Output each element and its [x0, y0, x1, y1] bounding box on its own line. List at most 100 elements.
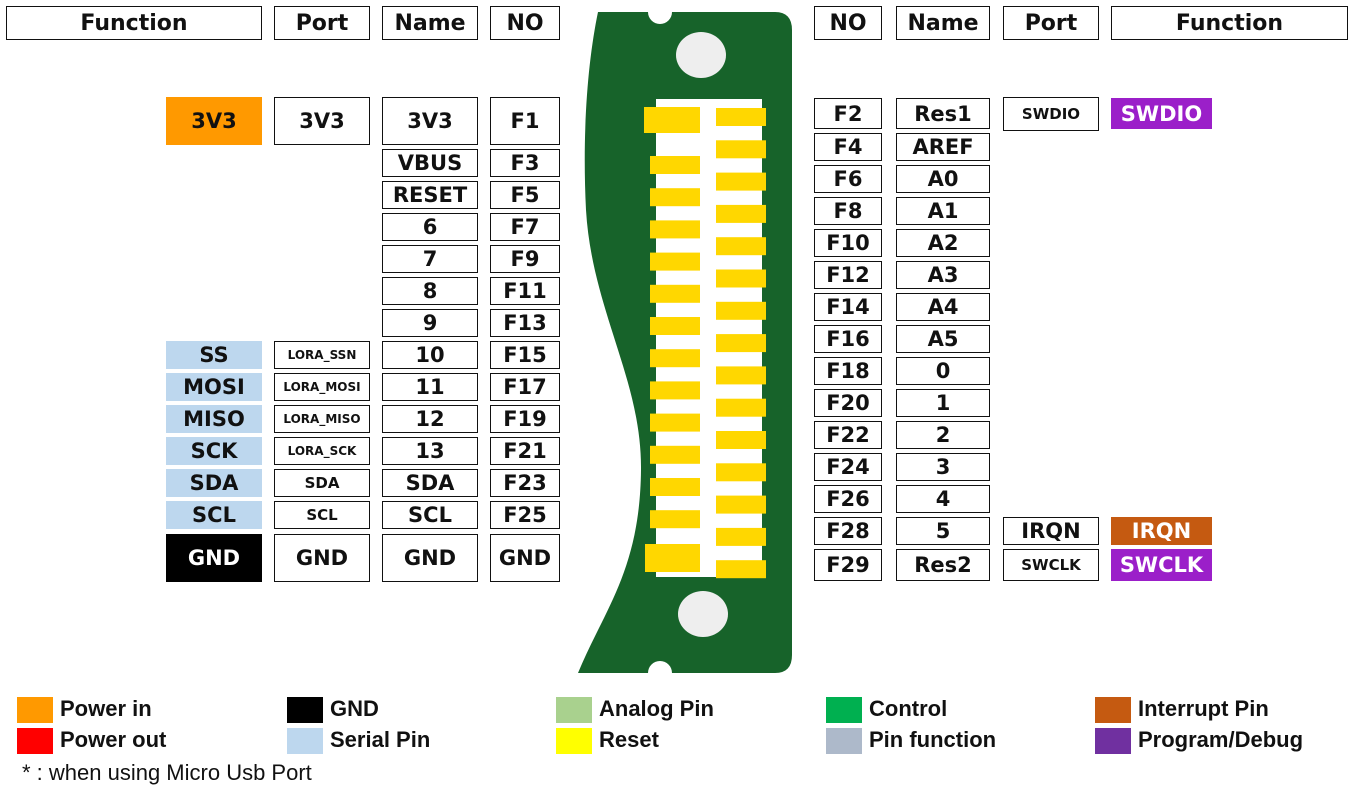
legend-label: Power out	[60, 727, 167, 752]
port-label: SWCLK	[1003, 549, 1099, 581]
port-label: LORA_MISO	[274, 405, 370, 433]
pin-name: 8	[382, 277, 478, 305]
legend-swatch	[1095, 697, 1131, 723]
pin-number: F5	[490, 181, 560, 209]
port-label: SDA	[274, 469, 370, 497]
header-right-function: Function	[1111, 6, 1348, 40]
pad-right	[716, 172, 766, 191]
pin-number: F9	[490, 245, 560, 273]
port-label: GND	[274, 534, 370, 582]
pad-right	[716, 204, 766, 223]
function-label: GND	[166, 534, 262, 582]
pad-left	[650, 413, 700, 432]
pad-left	[650, 220, 700, 239]
pad-right	[716, 269, 766, 288]
pin-name: GND	[382, 534, 478, 582]
pin-name: Res2	[896, 549, 990, 581]
function-label: SS	[166, 341, 262, 369]
pad-left	[650, 188, 700, 207]
pin-name: 1	[896, 389, 990, 417]
pin-name: 12	[382, 405, 478, 433]
port-label: LORA_SCK	[274, 437, 370, 465]
header-right-name: Name	[896, 6, 990, 40]
pin-number: F26	[814, 485, 882, 513]
pin-name: RESET	[382, 181, 478, 209]
pin-number: F17	[490, 373, 560, 401]
legend-swatch	[17, 697, 53, 723]
pin-name: 11	[382, 373, 478, 401]
header-left-name: Name	[382, 6, 478, 40]
pad-left	[650, 284, 700, 303]
pin-number: F14	[814, 293, 882, 321]
pin-number: F29	[814, 549, 882, 581]
pad-right	[716, 237, 766, 256]
function-label: IRQN	[1111, 517, 1212, 545]
pin-name: 9	[382, 309, 478, 337]
port-label: LORA_SSN	[274, 341, 370, 369]
port-label: SWDIO	[1003, 97, 1099, 131]
pin-number: F2	[814, 98, 882, 129]
pad-left	[650, 317, 700, 335]
pad-right	[716, 527, 766, 546]
pin-number: F21	[490, 437, 560, 465]
pin-number: F19	[490, 405, 560, 433]
pin-name: Res1	[896, 98, 990, 129]
legend-swatch	[556, 697, 592, 723]
legend-label: Interrupt Pin	[1138, 696, 1269, 721]
pin-name: 3	[896, 453, 990, 481]
pin-name: A2	[896, 229, 990, 257]
pin-name: A4	[896, 293, 990, 321]
pad-right	[716, 301, 766, 320]
pin-name: 7	[382, 245, 478, 273]
legend-swatch	[826, 697, 862, 723]
pin-number: F25	[490, 501, 560, 529]
pin-number: F7	[490, 213, 560, 241]
pad-right	[716, 560, 766, 579]
pad-left	[650, 156, 700, 174]
function-label: SWCLK	[1111, 549, 1212, 581]
pin-number: F12	[814, 261, 882, 289]
pin-number: F11	[490, 277, 560, 305]
legend-label: Analog Pin	[599, 696, 714, 721]
pad-left	[650, 510, 700, 529]
port-label: 3V3	[274, 97, 370, 145]
header-left-port: Port	[274, 6, 370, 40]
pin-name: 13	[382, 437, 478, 465]
pin-name: SCL	[382, 501, 478, 529]
pin-name: 5	[896, 517, 990, 545]
port-label: SCL	[274, 501, 370, 529]
pin-number: F8	[814, 197, 882, 225]
legend-label: Reset	[599, 727, 659, 752]
pad-right	[716, 398, 766, 417]
pad-left	[650, 445, 700, 464]
pin-name: A5	[896, 325, 990, 353]
pin-number: F1	[490, 97, 560, 145]
mounting-hole-top	[676, 32, 726, 78]
pin-number: F18	[814, 357, 882, 385]
pin-name: A0	[896, 165, 990, 193]
pin-name: A3	[896, 261, 990, 289]
pad-right	[716, 463, 766, 482]
pad-left-large	[645, 544, 700, 572]
pin-number: F16	[814, 325, 882, 353]
pin-number: F15	[490, 341, 560, 369]
pin-name: 2	[896, 421, 990, 449]
mounting-hole-bottom	[678, 591, 728, 637]
legend-swatch	[287, 697, 323, 723]
pin-number: F10	[814, 229, 882, 257]
pin-name: 6	[382, 213, 478, 241]
pin-number: F23	[490, 469, 560, 497]
legend-swatch	[287, 728, 323, 754]
pad-left	[650, 381, 700, 400]
pad-left	[650, 252, 700, 271]
legend-label: GND	[330, 696, 379, 721]
legend-swatch	[556, 728, 592, 754]
pad-left	[650, 349, 700, 368]
pin-number: GND	[490, 534, 560, 582]
legend-label: Pin function	[869, 727, 997, 752]
pin-number: F24	[814, 453, 882, 481]
pad-right	[716, 366, 766, 385]
pin-name: 3V3	[382, 97, 478, 145]
pin-name: 10	[382, 341, 478, 369]
function-label: SCL	[166, 501, 262, 529]
